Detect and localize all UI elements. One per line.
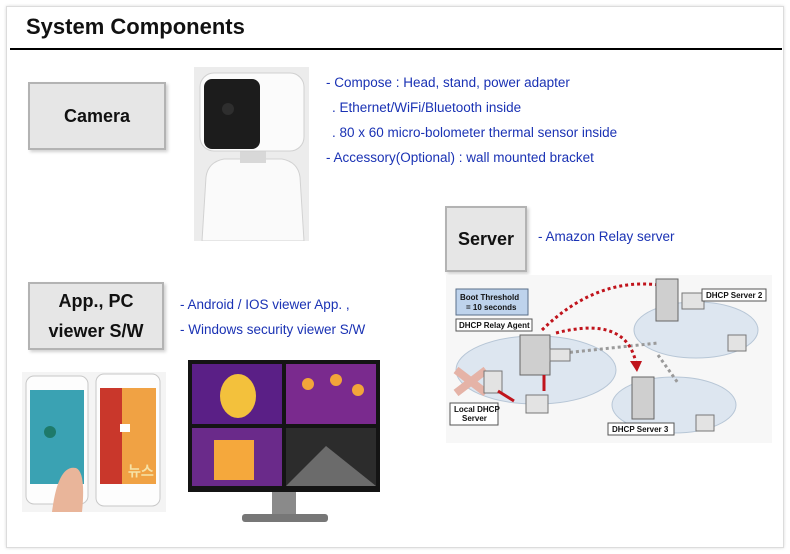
dhcp-network-diagram: Boot Threshold = 10 seconds DHCP Relay A…	[446, 275, 772, 443]
page-title: System Components	[26, 14, 245, 39]
app-label-line2: viewer S/W	[48, 321, 144, 341]
relay-agent-label: DHCP Relay Agent	[459, 321, 530, 330]
app-label-box: App., PC viewer S/W	[28, 282, 164, 350]
camera-spec-compose: - Compose : Head, stand, power adapter	[326, 75, 570, 90]
monitor-thermal-photo	[186, 360, 384, 528]
camera-label: Camera	[63, 105, 131, 126]
title-divider	[10, 48, 782, 50]
local-dhcp-line1: Local DHCP	[454, 405, 500, 414]
smartphones-photo: 뉴스	[22, 372, 166, 512]
server-label: Server	[457, 228, 515, 249]
dhcp-server-3-label: DHCP Server 3	[612, 425, 669, 434]
server-description: - Amazon Relay server	[538, 229, 675, 244]
app-windows-viewer: - Windows security viewer S/W	[180, 322, 366, 337]
server-label-box: Server	[445, 206, 527, 272]
app-platforms: - Android / IOS viewer App. ,	[180, 297, 350, 312]
camera-spec-accessory: - Accessory(Optional) : wall mounted bra…	[326, 150, 594, 165]
dhcp-server-2-label: DHCP Server 2	[706, 291, 763, 300]
camera-photo	[194, 67, 309, 241]
camera-spec-sensor: . 80 x 60 micro-bolometer thermal sensor…	[332, 125, 618, 140]
camera-spec-connectivity: . Ethernet/WiFi/Bluetooth inside	[332, 100, 522, 115]
local-dhcp-line2: Server	[462, 414, 487, 423]
app-label-line1: App., PC	[58, 291, 134, 311]
camera-label-box: Camera	[28, 82, 166, 150]
phone-screen-text: 뉴스	[128, 463, 154, 479]
boot-threshold-line1: Boot Threshold	[460, 293, 519, 302]
boot-threshold-line2: = 10 seconds	[466, 303, 517, 312]
